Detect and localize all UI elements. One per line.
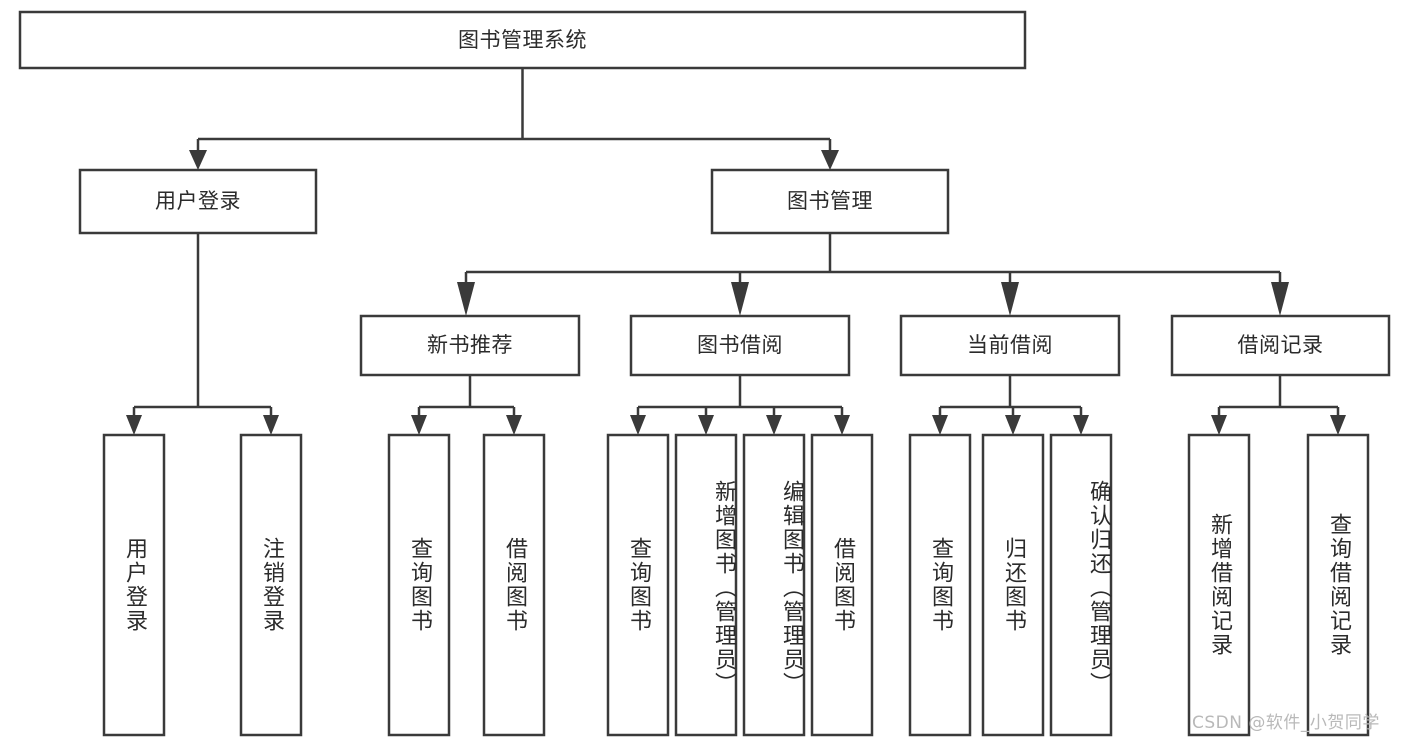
node-borrow-records-label: 借阅记录 [1238,333,1324,357]
connector-newbook-to-leaves [411,375,522,435]
node-new-book-recommend-label: 新书推荐 [427,333,513,357]
connector-currentborrow-to-leaves [932,375,1089,435]
arrow-head-icon [834,415,850,435]
node-root-label: 图书管理系统 [458,28,587,52]
leaf-box-borrow-book-2[interactable] [810,433,874,737]
leaf-box-edit-book[interactable] [742,433,806,737]
arrow-head-icon [821,150,839,170]
arrow-head-icon [1211,415,1227,435]
leaf-box-add-book[interactable] [674,433,738,737]
leaf-box-user-login[interactable] [102,433,166,737]
node-current-borrow[interactable]: 当前借阅 [899,314,1121,377]
connector-borrowrecords-to-leaves [1211,375,1346,435]
node-book-manage-box[interactable] [710,168,950,235]
leaf-box-borrow-book-1[interactable] [482,433,546,737]
node-book-borrow-box[interactable] [629,314,851,377]
leaf-box-add-record[interactable] [1187,433,1251,737]
leaf-box-query-record[interactable] [1306,433,1370,737]
arrow-head-icon [126,415,142,435]
arrow-head-icon [1001,282,1019,316]
arrow-head-icon [1073,415,1089,435]
connector-root-to-level2 [189,68,839,170]
node-borrow-records[interactable]: 借阅记录 [1170,314,1391,377]
arrow-head-icon [1330,415,1346,435]
leaf-box-query-book-2[interactable] [606,433,670,737]
node-root[interactable]: 图书管理系统 [18,10,1027,70]
node-user-login-box[interactable] [78,168,318,235]
leaf-box-query-book-3[interactable] [908,433,972,737]
leaf-box-confirm-return[interactable] [1049,433,1113,737]
leaf-box-return-book[interactable] [981,433,1045,737]
arrow-head-icon [1005,415,1021,435]
csdn-watermark: CSDN @软件_小贺同学 [1192,713,1380,733]
node-book-borrow-label: 图书借阅 [697,333,783,357]
arrow-head-icon [698,415,714,435]
node-current-borrow-label: 当前借阅 [967,333,1053,357]
connector-userlogin-to-leaves [126,233,279,435]
leaf-box-logout-login[interactable] [239,433,303,737]
arrow-head-icon [506,415,522,435]
node-user-login-label: 用户登录 [155,189,241,213]
leaf-box-query-book-1[interactable] [387,433,451,737]
node-root-box[interactable] [18,10,1027,70]
node-borrow-records-box[interactable] [1170,314,1391,377]
arrow-head-icon [766,415,782,435]
arrow-head-icon [731,282,749,316]
connector-bookmanage-to-level3 [457,233,1289,316]
arrow-head-icon [189,150,207,170]
node-new-book-recommend-box[interactable] [359,314,581,377]
arrow-head-icon [457,282,475,316]
arrow-head-icon [630,415,646,435]
node-user-login[interactable]: 用户登录 [78,168,318,235]
arrow-head-icon [1271,282,1289,316]
node-book-borrow[interactable]: 图书借阅 [629,314,851,377]
node-current-borrow-box[interactable] [899,314,1121,377]
node-book-manage[interactable]: 图书管理 [710,168,950,235]
arrow-head-icon [263,415,279,435]
node-book-manage-label: 图书管理 [787,189,873,213]
arrow-head-icon [411,415,427,435]
node-new-book-recommend[interactable]: 新书推荐 [359,314,581,377]
connector-bookborrow-to-leaves [630,375,850,435]
arrow-head-icon [932,415,948,435]
